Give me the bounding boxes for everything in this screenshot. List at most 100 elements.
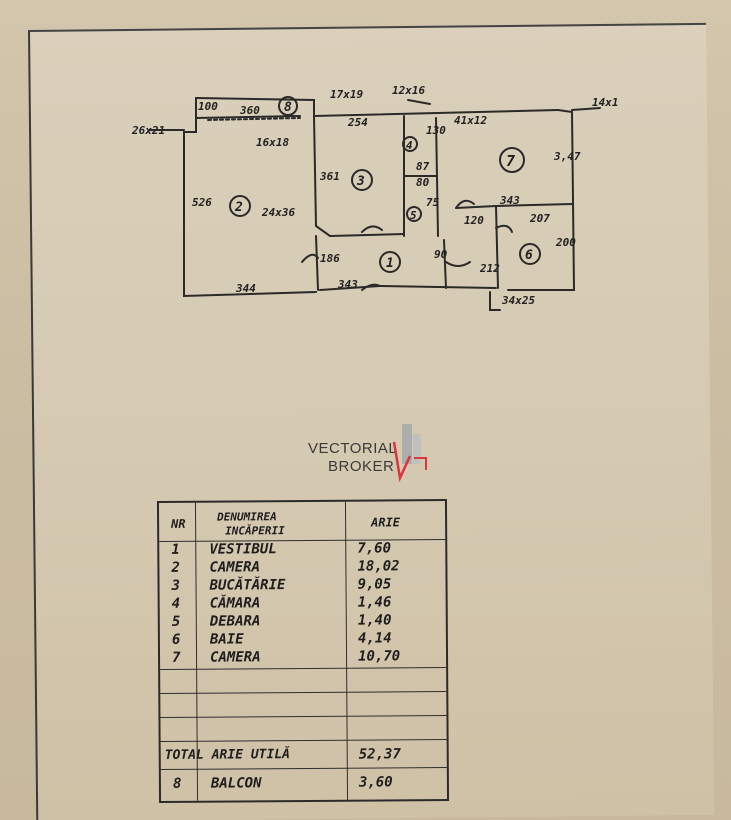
- table-rule: [160, 715, 447, 718]
- table-row: 1 VESTIBUL 7,60: [159, 539, 445, 559]
- door-swing: [495, 224, 513, 233]
- row-area: 18,02: [357, 558, 400, 575]
- wall-hall-top: [329, 233, 405, 237]
- wall-hall-right: [443, 239, 447, 289]
- leader-line: [407, 99, 431, 105]
- dim-label: 12x16: [392, 84, 425, 97]
- row-name: CAMERA: [209, 559, 261, 576]
- table-row: 7 CAMERA 10,70: [160, 647, 446, 667]
- dim-label: 343: [337, 278, 358, 291]
- wall-hall-left: [315, 235, 319, 291]
- dim-label: 26x21: [131, 124, 165, 137]
- row-name: CĂMARA: [209, 595, 261, 612]
- outer-wall-right: [507, 109, 576, 291]
- table-rule: [160, 766, 447, 770]
- table-header: NR DENUMIREA INCĂPERII ARIE: [159, 507, 445, 541]
- room-marker: [229, 195, 251, 217]
- room-marker: [519, 243, 541, 265]
- door-swing: [445, 261, 471, 267]
- dim-label: 186: [320, 252, 340, 265]
- table-row: 6 BAIE 4,14: [160, 629, 446, 649]
- door-swing: [361, 283, 381, 291]
- dim-label: 80: [416, 176, 430, 189]
- balcony-name: BALCON: [210, 775, 262, 792]
- door-swing: [455, 199, 475, 209]
- row-area: 1,40: [357, 612, 392, 629]
- brand-name-line1: VECTORIAL: [308, 440, 398, 457]
- leader-line: [489, 291, 501, 311]
- wall-5-right: [435, 117, 439, 237]
- table-row: 3 BUCĂTĂRIE 9,05: [159, 575, 445, 595]
- room-number-8: 8: [284, 100, 292, 115]
- row-name: BAIE: [209, 631, 244, 648]
- row-area: 1,46: [357, 594, 392, 611]
- door-swing: [301, 253, 319, 263]
- row-nr: 7: [171, 649, 181, 666]
- brand-logo: VECTORIAL BROKER: [308, 418, 438, 488]
- room-number-4: 4: [406, 139, 413, 152]
- table-rule: [160, 738, 447, 742]
- dim-label: 16x18: [256, 136, 289, 149]
- dim-label: 360: [239, 104, 260, 117]
- door-swing: [361, 225, 383, 233]
- table-total-row: TOTAL ARIE UTILĂ 52,37: [161, 745, 447, 767]
- dim-label: 3,47: [553, 150, 581, 163]
- dim-label: 100: [198, 100, 218, 113]
- row-area: 7,60: [357, 540, 392, 557]
- dim-label: 207: [529, 212, 550, 225]
- balcony-area: 3,60: [358, 774, 393, 791]
- brand-name-line2: BROKER: [328, 458, 395, 475]
- row-nr: 4: [171, 595, 181, 612]
- balcony-line: [195, 115, 301, 119]
- dim-label: 120: [464, 214, 484, 227]
- room-marker: [351, 169, 373, 191]
- table-row: 2 CAMERA 18,02: [159, 557, 445, 577]
- room-number-7: 7: [506, 152, 515, 170]
- dim-label: 343: [499, 194, 520, 207]
- room-marker: [278, 96, 298, 116]
- dim-label: 17x19: [330, 88, 363, 101]
- room-number-5: 5: [410, 209, 417, 222]
- outer-wall-top: [195, 97, 559, 118]
- row-nr: 3: [171, 577, 181, 594]
- row-area: 10,70: [357, 648, 401, 665]
- room-marker: [379, 251, 401, 273]
- dim-label: 254: [347, 116, 368, 129]
- dim-label: 41x12: [454, 114, 487, 127]
- floor-plan-drawing: 8 2 3 4 5 1 6 7 100 360 17x19 12x16 14x1…: [131, 84, 619, 311]
- room-area-table: NR DENUMIREA INCĂPERII ARIE 1 VESTIBUL 7…: [156, 498, 450, 804]
- row-name: VESTIBUL: [209, 541, 277, 558]
- row-area: 4,14: [357, 630, 392, 647]
- table-balcony-row: 8 BALCON 3,60: [161, 773, 447, 793]
- wall-bath-left: [495, 205, 499, 289]
- dim-label: 87: [416, 160, 430, 173]
- row-nr: 5: [171, 613, 181, 630]
- row-name: CAMERA: [209, 649, 261, 666]
- dim-label: 34x25: [501, 294, 535, 307]
- room-marker: [406, 206, 422, 222]
- row-area: 9,05: [357, 576, 392, 593]
- room-marker: [402, 136, 418, 152]
- balcony-rail: [207, 117, 301, 121]
- dim-label: 14x1: [592, 96, 619, 109]
- leader-line: [571, 107, 601, 111]
- row-name: BUCĂTĂRIE: [209, 577, 286, 594]
- red-arrow-mark: [392, 441, 412, 483]
- room-number-2: 2: [234, 200, 243, 215]
- table-row: 5 DEBARA 1,40: [160, 611, 446, 631]
- dim-label: 90: [434, 248, 448, 261]
- dim-label: 24x36: [261, 206, 295, 219]
- building-logo-icon: [392, 424, 427, 483]
- dim-label: 130: [426, 124, 446, 137]
- room-marker: [499, 147, 525, 173]
- row-nr: 2: [171, 559, 180, 576]
- total-area: 52,37: [358, 746, 401, 763]
- dim-label: 361: [319, 170, 340, 183]
- total-label: TOTAL ARIE UTILĂ: [164, 747, 291, 763]
- room-number-1: 1: [386, 256, 394, 271]
- balcony-nr: 8: [172, 775, 182, 792]
- row-name: DEBARA: [209, 613, 261, 630]
- row-nr: 6: [171, 631, 181, 648]
- outer-wall: [183, 97, 317, 298]
